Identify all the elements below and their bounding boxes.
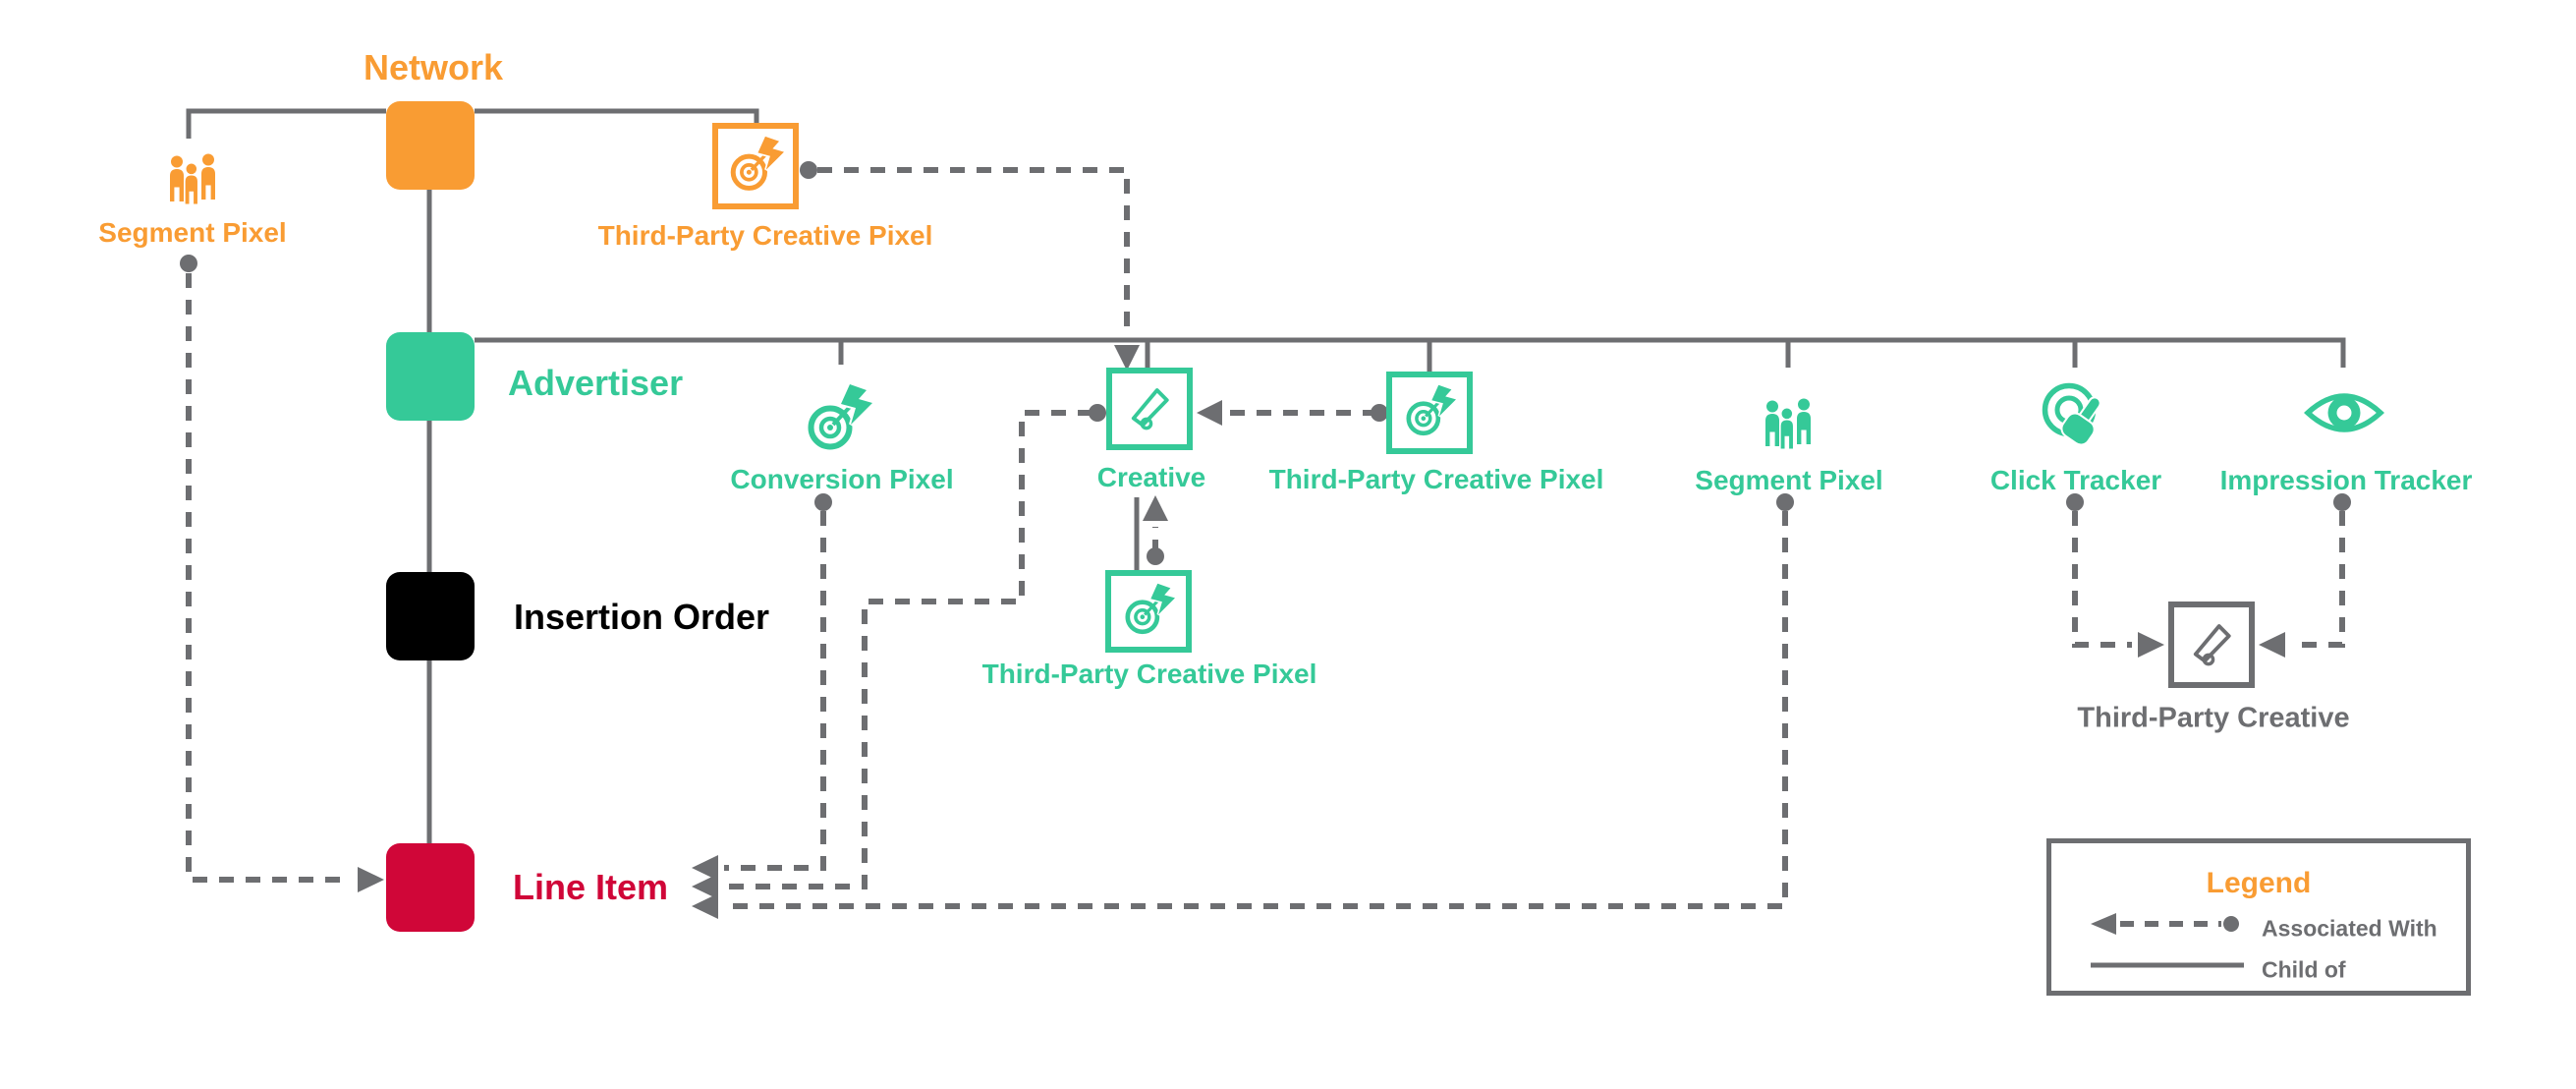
third-party-creative-box	[2168, 602, 2255, 688]
legend-associated-with-label: Associated With	[2262, 915, 2437, 942]
target-pixel-icon	[804, 381, 876, 452]
click-tracker-label: Click Tracker	[1989, 465, 2162, 495]
eye-icon	[2303, 387, 2385, 438]
line-item-label: Line Item	[513, 867, 669, 907]
advertiser-node	[386, 332, 475, 421]
people-group-icon	[164, 151, 221, 208]
creative-label: Creative	[1096, 462, 1206, 492]
people-group-icon	[1760, 396, 1817, 453]
third-party-creative-pixel-network-label: Third-Party Creative Pixel	[597, 220, 933, 251]
impression-tracker-label: Impression Tracker	[2219, 465, 2473, 495]
third-party-creative-pixel-creative-label: Third-Party Creative Pixel	[981, 659, 1317, 689]
click-tracker-icon	[2039, 381, 2115, 458]
creative-box	[1106, 368, 1193, 450]
target-pixel-icon	[1122, 581, 1178, 641]
segment-pixel-advertiser-label: Segment Pixel	[1695, 465, 1883, 495]
legend: Legend Associated With Child of	[2046, 838, 2471, 996]
child-of-lines	[186, 108, 2346, 843]
advertiser-label: Advertiser	[508, 363, 684, 403]
associated-with-lines	[180, 161, 2351, 919]
network-label: Network	[363, 47, 504, 87]
third-party-creative-pixel-creative-box	[1105, 570, 1192, 653]
insertion-order-node	[386, 572, 475, 660]
segment-pixel-network-label: Segment Pixel	[98, 217, 287, 248]
legend-title: Legend	[2206, 867, 2312, 899]
third-party-creative-label: Third-Party Creative	[2077, 702, 2350, 734]
line-item-node	[386, 843, 475, 932]
third-party-creative-pixel-advertiser-box	[1386, 372, 1473, 454]
legend-key-graphics	[2091, 913, 2244, 968]
third-party-creative-pixel-network-box	[712, 123, 799, 209]
target-pixel-icon	[1403, 382, 1459, 442]
target-pixel-icon	[727, 134, 788, 198]
third-party-creative-pixel-advertiser-label: Third-Party Creative Pixel	[1268, 464, 1604, 494]
megaphone-icon	[1123, 380, 1176, 438]
legend-child-of-label: Child of	[2262, 956, 2346, 983]
megaphone-icon	[2185, 616, 2238, 674]
insertion-order-label: Insertion Order	[514, 597, 770, 637]
conversion-pixel-label: Conversion Pixel	[730, 464, 954, 494]
network-node	[386, 101, 475, 190]
